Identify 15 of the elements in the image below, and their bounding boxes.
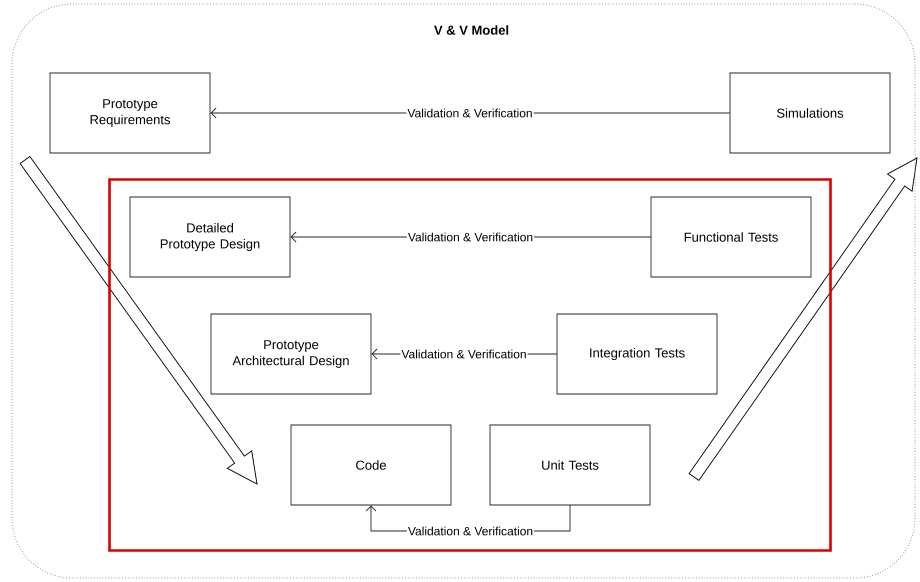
process-box: Detailed Prototype Design bbox=[130, 196, 290, 278]
edge-label: Validation & Verification bbox=[406, 526, 534, 536]
frame bbox=[108, 178, 832, 552]
process-box: Prototype Architectural Design bbox=[210, 314, 372, 394]
process-box: Unit Tests bbox=[490, 424, 650, 506]
process-box: Functional Tests bbox=[650, 196, 812, 278]
process-box: Code bbox=[290, 424, 452, 506]
edge-label: Validation & Verification bbox=[406, 108, 534, 118]
process-box: Prototype Requirements bbox=[50, 72, 210, 154]
process-box: Simulations bbox=[730, 72, 890, 154]
container-box bbox=[12, 4, 916, 578]
title: V & V Model bbox=[434, 25, 508, 35]
edge-label: Validation & Verification bbox=[406, 232, 534, 242]
edge-label: Validation & Verification bbox=[400, 348, 528, 360]
process-box: Integration Tests bbox=[556, 314, 718, 394]
